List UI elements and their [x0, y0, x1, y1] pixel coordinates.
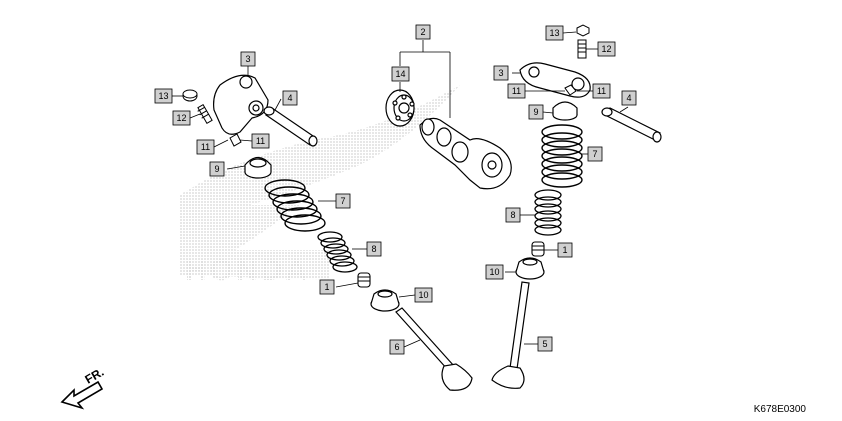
- right-inner-valve-spring: [534, 189, 562, 236]
- camshaft-bearing: [385, 89, 415, 127]
- right-spring-seat: [515, 257, 545, 280]
- callout-label: 3: [245, 54, 250, 64]
- callout-5[interactable]: 5: [537, 336, 553, 352]
- front-arrow-icon: [60, 380, 104, 410]
- callouts: 3 4 13 12 11 11 9 7: [154, 24, 637, 355]
- callout-10-right[interactable]: 10: [485, 264, 504, 280]
- left-outer-valve-spring: [264, 179, 326, 232]
- callout-3-left[interactable]: 3: [240, 51, 256, 67]
- callout-label: 9: [533, 107, 538, 117]
- right-outer-valve-spring: [541, 124, 583, 188]
- left-valve-seal: [357, 272, 371, 288]
- callout-label: 6: [394, 342, 399, 352]
- callout-label: 4: [626, 93, 631, 103]
- callout-label: 11: [512, 86, 521, 96]
- callout-label: 1: [562, 245, 567, 255]
- callout-14[interactable]: 14: [391, 66, 410, 82]
- callout-7-left[interactable]: 7: [335, 193, 351, 209]
- front-arrow: FR.: [60, 365, 107, 410]
- right-rocker-shaft: [601, 107, 662, 143]
- callout-2[interactable]: 2: [415, 24, 431, 40]
- callout-8-right[interactable]: 8: [505, 207, 521, 223]
- callout-label: 12: [601, 44, 611, 54]
- callout-6[interactable]: 6: [389, 339, 405, 355]
- right-adjusting-screw: [577, 39, 587, 59]
- callout-13-left[interactable]: 13: [154, 88, 173, 104]
- callout-label: 8: [510, 210, 515, 220]
- callout-1-left[interactable]: 1: [319, 279, 335, 295]
- callout-7-right[interactable]: 7: [587, 146, 603, 162]
- right-lock-nut: [576, 24, 590, 37]
- callout-label: 11: [201, 142, 210, 152]
- left-spring-retainer: [244, 156, 272, 179]
- callout-label: 8: [371, 244, 376, 254]
- callout-4-right[interactable]: 4: [621, 90, 637, 106]
- right-collet: [564, 84, 577, 96]
- camshaft: [419, 117, 512, 190]
- callout-label: 7: [592, 149, 597, 159]
- callout-label: 2: [420, 27, 425, 37]
- callout-label: 5: [542, 339, 547, 349]
- left-lock-nut: [182, 89, 198, 102]
- callout-label: 10: [418, 290, 428, 300]
- left-collet: [229, 133, 242, 147]
- callout-label: 3: [498, 68, 503, 78]
- left-adjusting-screw: [197, 104, 213, 124]
- callout-label: 11: [597, 86, 606, 96]
- callout-label: 1: [324, 282, 329, 292]
- callout-3-right[interactable]: 3: [493, 65, 509, 81]
- callout-label: 9: [214, 164, 219, 174]
- left-spring-seat: [370, 289, 400, 312]
- callout-label: 7: [340, 196, 345, 206]
- callout-label: 4: [287, 93, 292, 103]
- callout-4-left[interactable]: 4: [282, 90, 298, 106]
- background-logo-text: HONDA: [185, 254, 310, 287]
- callout-label: 12: [176, 113, 186, 123]
- callout-label: 14: [395, 69, 405, 79]
- callout-9-right[interactable]: 9: [528, 104, 544, 120]
- front-label: FR.: [83, 365, 107, 387]
- callout-12-left[interactable]: 12: [172, 110, 191, 126]
- callout-11b-right[interactable]: 11: [592, 83, 611, 99]
- callout-10-left[interactable]: 10: [414, 287, 433, 303]
- right-valve-seal: [531, 241, 545, 257]
- callout-label: 13: [549, 28, 559, 38]
- left-rocker-shaft: [263, 106, 318, 147]
- right-valve: [491, 281, 530, 389]
- callout-label: 11: [256, 136, 265, 146]
- left-inner-valve-spring: [317, 231, 358, 273]
- right-spring-retainer: [552, 101, 578, 121]
- callout-12-right[interactable]: 12: [597, 41, 616, 57]
- callout-9-left[interactable]: 9: [209, 161, 225, 177]
- callout-label: 13: [158, 91, 168, 101]
- callout-8-left[interactable]: 8: [366, 241, 382, 257]
- callout-11a-left[interactable]: 11: [196, 139, 215, 155]
- callout-11b-left[interactable]: 11: [251, 133, 270, 149]
- left-rocker-arm: [213, 74, 269, 135]
- leader-lines: [172, 31, 629, 348]
- callout-11a-right[interactable]: 11: [507, 83, 526, 99]
- callout-13-right[interactable]: 13: [545, 25, 564, 41]
- callout-1-right[interactable]: 1: [557, 242, 573, 258]
- callout-label: 10: [489, 267, 499, 277]
- drawing-code: K678E0300: [754, 404, 807, 415]
- left-valve: [395, 307, 473, 391]
- background-wing-logo: HONDA: [180, 85, 460, 287]
- right-rocker-arm: [519, 62, 591, 98]
